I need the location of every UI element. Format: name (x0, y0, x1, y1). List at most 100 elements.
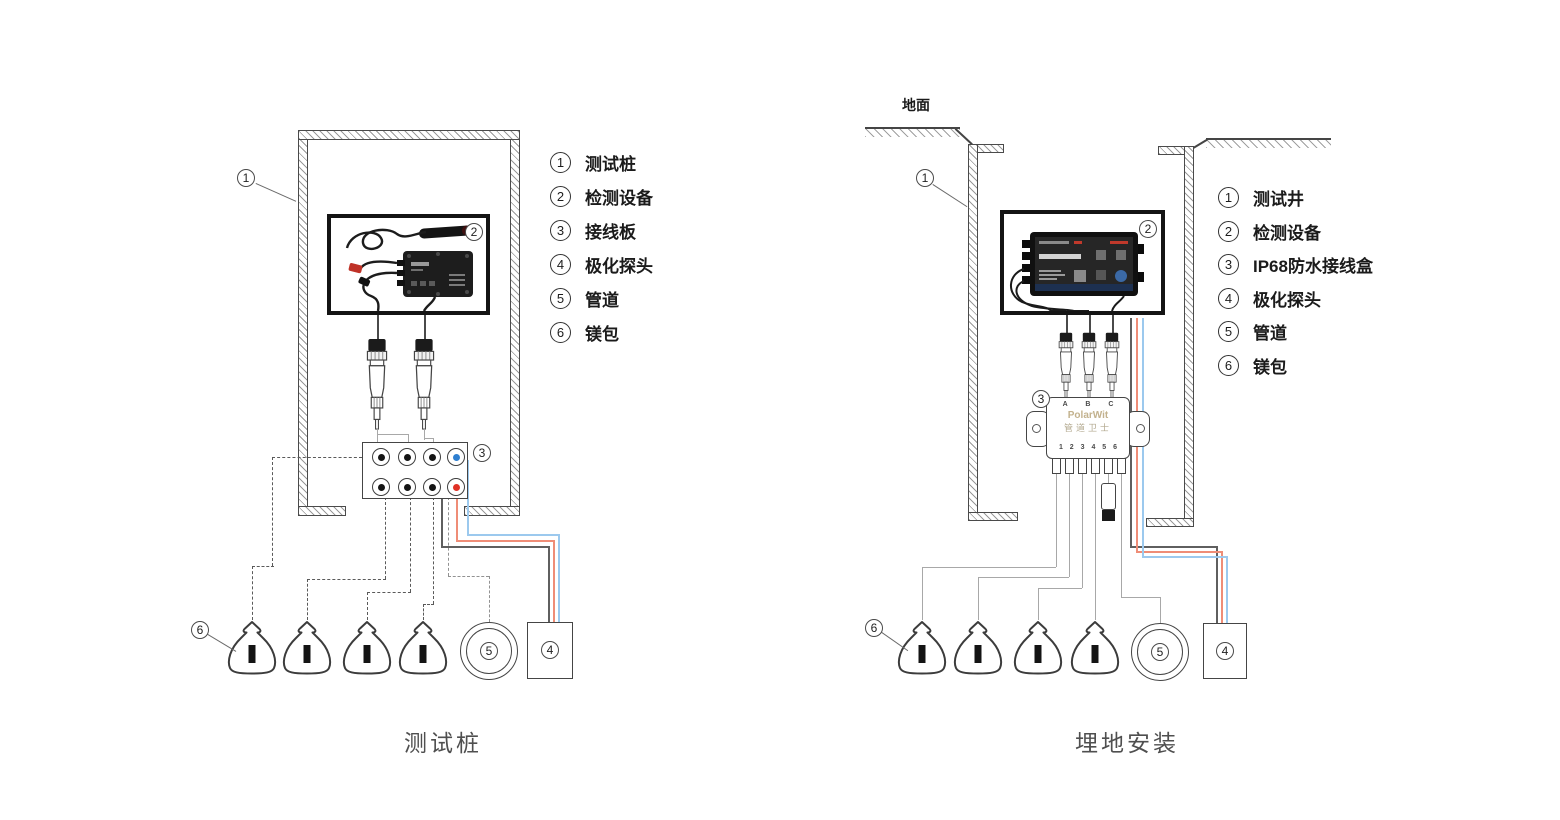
post-left-foot (298, 506, 346, 516)
legend-label: 检测设备 (585, 189, 653, 208)
callout-6: 6 (865, 619, 883, 637)
callout-5: 5 (1151, 643, 1169, 661)
dashed-wire (272, 457, 362, 458)
wire-gray (1038, 588, 1082, 590)
callout-1: 1 (237, 169, 255, 187)
callout-5: 5 (480, 642, 498, 660)
device-illustration (1010, 232, 1144, 312)
legend-item: 1 测试桩 (550, 150, 636, 175)
wire-dark (441, 497, 444, 548)
dashed-wire (423, 604, 434, 605)
callout-3: 3 (473, 444, 491, 462)
device-panel (1035, 237, 1133, 291)
wire-gray (1095, 474, 1097, 620)
junction-box-top-ports: A B C (1062, 401, 1114, 408)
legend-item: 3 接线板 (550, 218, 636, 243)
legend-label: 检测设备 (1253, 224, 1321, 243)
well-right-foot (1146, 518, 1194, 527)
spare-plug-body (1101, 483, 1116, 510)
dashdot-wire-pipe (448, 497, 449, 576)
legend-num: 5 (550, 288, 571, 309)
cable-gland (1117, 458, 1126, 474)
wire-dark (441, 546, 550, 549)
wire-gray (1121, 474, 1123, 597)
legend-num: 2 (1218, 221, 1239, 242)
coiled-cable (345, 228, 427, 251)
callout-2: 2 (465, 223, 483, 241)
well-left-wall (968, 144, 978, 514)
post-top-wall (298, 130, 520, 140)
well-right-wall (1184, 146, 1194, 520)
wire-blue (467, 534, 560, 536)
spare-plug-cap (1102, 510, 1115, 521)
cable-gland (1091, 458, 1100, 474)
ground-left (865, 127, 960, 137)
legend-num: 3 (1218, 254, 1239, 275)
detection-device-photo (327, 214, 490, 315)
junction-box-brand-cn: 管道卫士 (1063, 423, 1112, 433)
detection-device-photo (1000, 210, 1165, 315)
legend-item: 2 检测设备 (550, 184, 653, 209)
dashed-wire (423, 604, 424, 620)
wire-blue (467, 460, 469, 536)
legend-item: 5 管道 (1218, 319, 1287, 344)
lead-line (1066, 315, 1068, 333)
wire-gray (424, 428, 426, 440)
magnesium-bag (953, 621, 1003, 675)
cable-plug (1081, 332, 1097, 398)
cable-plug (1104, 332, 1120, 398)
wire-gray (1056, 474, 1058, 567)
junction-box-hole-left (1032, 424, 1041, 433)
legend-label: 接线板 (585, 223, 636, 242)
wire-gray (377, 434, 408, 436)
left-caption: 测试桩 (404, 730, 482, 756)
wire-gray (424, 438, 434, 440)
wire-dark (1130, 546, 1218, 549)
dashed-wire (367, 592, 411, 593)
cable-left (362, 271, 398, 312)
wire-blue (1226, 556, 1228, 625)
wire-gray (978, 577, 980, 620)
lead-line (424, 315, 426, 339)
junction-box-hole-right (1136, 424, 1145, 433)
wire-red (1221, 551, 1223, 625)
magnesium-bag (897, 621, 947, 675)
magnesium-bag (1070, 621, 1120, 675)
wire-red (456, 496, 458, 542)
wire-red (1136, 551, 1223, 553)
legend-num: 1 (550, 152, 571, 173)
junction-box-brand: PolarWit (1067, 410, 1109, 421)
magnesium-bag (1013, 621, 1063, 675)
legend-label: IP68防水接线盒 (1253, 257, 1373, 276)
dashed-wire (252, 566, 274, 567)
legend-num: 2 (550, 186, 571, 207)
wire-gray (922, 567, 924, 620)
legend-num: 6 (1218, 355, 1239, 376)
wire-gray (1121, 597, 1160, 599)
dashed-wire (252, 566, 253, 620)
black-connector (358, 276, 371, 287)
wire-blue (1142, 556, 1228, 558)
red-connector (348, 263, 363, 274)
junction-box-bottom-ports: 1 2 3 4 5 6 (1058, 444, 1118, 451)
cable-gland (1065, 458, 1074, 474)
right-caption: 埋地安装 (1075, 730, 1179, 756)
wire-blue (558, 534, 560, 624)
cable-gland (1078, 458, 1087, 474)
dashed-wire (410, 497, 411, 592)
wire-gray (377, 428, 379, 452)
legend-item: 4 极化探头 (550, 252, 653, 277)
legend-item: 3 IP68防水接线盒 (1218, 252, 1373, 277)
legend-item: 2 检测设备 (1218, 219, 1321, 244)
callout-4: 4 (1216, 642, 1234, 660)
cable-red-lead (360, 260, 398, 269)
dashdot-wire-pipe (489, 576, 490, 622)
dashed-wire (272, 457, 273, 566)
callout-6: 6 (191, 621, 209, 639)
cable-gland (1104, 458, 1113, 474)
wire-gray (1160, 597, 1162, 623)
wire-gray (1038, 588, 1040, 620)
